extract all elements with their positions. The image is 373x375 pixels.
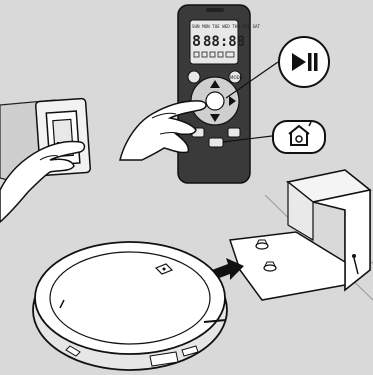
robot-vacuum	[33, 242, 227, 370]
lcd-time: 88:88	[203, 34, 245, 50]
lcd-days: SUN MON TUE WED THU FRI SAT	[192, 24, 261, 29]
charging-dock	[230, 170, 370, 300]
edge-button[interactable]	[228, 128, 240, 137]
fan-button[interactable]	[188, 71, 200, 83]
mode-button-label: MODE	[230, 75, 243, 80]
center-play-button[interactable]	[206, 92, 224, 110]
home-button[interactable]	[209, 138, 223, 147]
remote-control: SUN MON TUE WED THU FRI SAT 8 88:88 MODE	[178, 5, 261, 183]
lcd-digit-left: 8	[192, 32, 201, 50]
